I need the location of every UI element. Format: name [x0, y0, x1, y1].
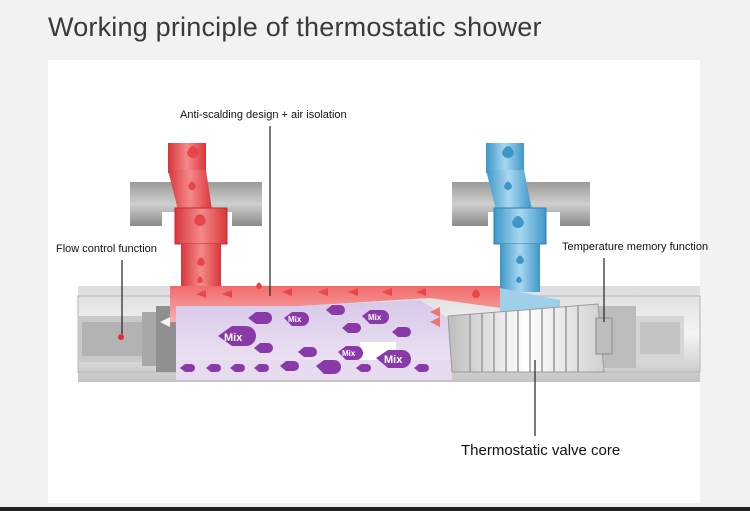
- hot-drop: [416, 288, 426, 296]
- anti-scalding-label: Anti-scalding design + air isolation: [180, 109, 347, 121]
- hot-drop: [188, 181, 196, 190]
- flow-arrows: [160, 307, 440, 327]
- cold-water-drops: [502, 146, 524, 283]
- hot-drop: [256, 282, 262, 289]
- cold-drop: [516, 276, 522, 283]
- hot-drop: [196, 290, 206, 298]
- cold-drop: [512, 216, 524, 228]
- hot-drop: [197, 257, 205, 266]
- mix-text-large: Mix: [384, 354, 403, 366]
- hot-water-drops: [187, 146, 480, 298]
- flow-control-outlet: [78, 306, 176, 372]
- hot-drop: [187, 146, 199, 158]
- mix-text: Mix: [288, 315, 302, 324]
- mix-text-large: Mix: [224, 332, 243, 344]
- hot-drop: [197, 276, 203, 283]
- thermostatic-valve-core: [447, 303, 613, 373]
- cold-drop: [516, 255, 524, 264]
- cold-drop: [504, 181, 512, 190]
- hot-drop: [472, 289, 480, 298]
- cold-inlet-pipe: [486, 143, 560, 316]
- hot-inlet-pipe: [168, 143, 228, 290]
- valve-core-label: Thermostatic valve core: [461, 442, 620, 459]
- mix-drop-labels: Mix Mix Mix Mix Mix: [224, 313, 403, 366]
- mix-text: Mix: [368, 313, 382, 322]
- mix-text: Mix: [342, 349, 356, 358]
- hot-drop: [318, 288, 328, 296]
- hot-drop: [348, 288, 358, 296]
- mix-drops: [180, 305, 429, 374]
- bottom-rule: [0, 507, 750, 511]
- hot-drop: [382, 288, 392, 296]
- temperature-memory-label: Temperature memory function: [562, 241, 708, 253]
- callout-lines: [121, 126, 605, 436]
- page-title: Working principle of thermostatic shower: [48, 12, 542, 42]
- diagram-panel: [48, 60, 700, 503]
- hot-drop: [282, 288, 292, 296]
- hot-drop: [222, 290, 232, 298]
- hot-drop: [194, 214, 206, 226]
- flow-control-label: Flow control function: [56, 243, 157, 255]
- cold-drop: [502, 146, 514, 158]
